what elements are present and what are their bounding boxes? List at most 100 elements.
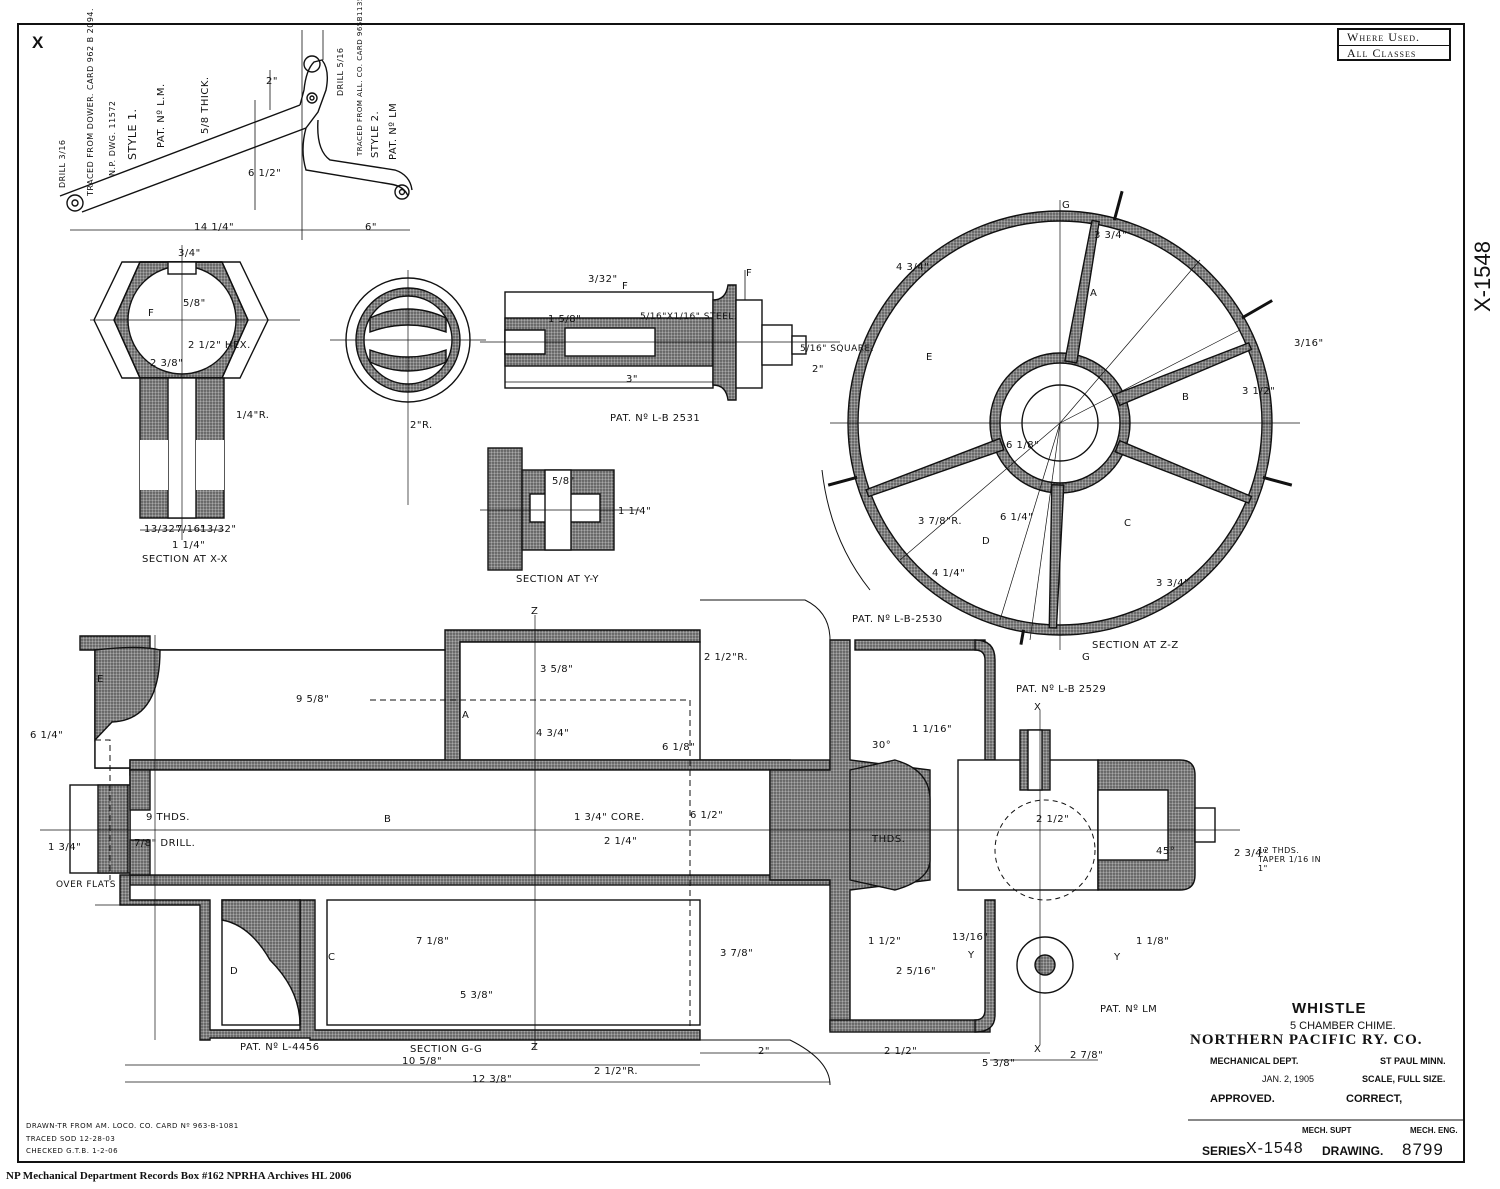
body-cut-z-bottom: Z: [531, 1042, 539, 1053]
section-letter-f-valve: F: [622, 281, 629, 292]
title-whistle: WHISTLE: [1292, 1000, 1367, 1017]
dim-body-9-thds: 9 THDS.: [146, 812, 190, 823]
body-letter-a: A: [462, 710, 470, 721]
dim-wheel-3-7-8r: 3 7/8"R.: [918, 516, 963, 527]
dim-lever-6-1-2: 6 1/2": [248, 168, 282, 179]
dim-body-core: 1 3/4" CORE.: [574, 812, 645, 823]
wheel-letter-a: A: [1090, 288, 1098, 299]
dim-lever-14-1-4: 14 1/4": [194, 222, 235, 233]
dim-body-2-3-4: 2 3/4": [1234, 848, 1268, 859]
wheel-spoke: [1114, 341, 1253, 407]
wheel-fin: [827, 475, 858, 487]
title-approved: APPROVED.: [1210, 1093, 1275, 1105]
dim-valve-3-32: 3/32": [588, 274, 618, 285]
title-subtitle: 5 CHAMBER CHIME.: [1290, 1020, 1396, 1032]
wheel-fin: [1019, 629, 1026, 645]
wheel-letter-e: E: [926, 352, 933, 363]
pattern-lb2531: PAT. Nº L-B 2531: [610, 413, 701, 424]
dim-body-3-7-8: 3 7/8": [720, 948, 754, 959]
body-cut-x-top: X: [1034, 702, 1042, 713]
wheel-fin: [1262, 475, 1293, 487]
wheel-letter-d: D: [982, 536, 991, 547]
dim-valve-3: 3": [626, 374, 638, 385]
title-series-number: X-1548: [1246, 1140, 1304, 1157]
body-letter-d: D: [230, 966, 239, 977]
dim-body-12-3-8: 12 3/8": [472, 1074, 513, 1085]
section-letter-f-xx: F: [148, 308, 155, 319]
wheel-cut-g-top: G: [1062, 200, 1071, 211]
dim-yy-1-1-4: 1 1/4": [618, 506, 652, 517]
sheet-mark: X: [32, 33, 44, 52]
dim-xx-5-8: 5/8": [183, 298, 206, 309]
title-drawing-number: 8799: [1402, 1140, 1444, 1159]
dim-body-5-3-8-bottom: 5 3/8": [982, 1058, 1016, 1069]
section-yy-view: [480, 447, 640, 571]
lever-note-traced-2: TRACED FROM ALL. CO. CARD 965B1135: [356, 0, 364, 156]
dim-xx-hex: 2 1/2" HEX.: [188, 340, 251, 351]
footer-credit: NP Mechanical Department Records Box #16…: [6, 1170, 352, 1182]
dim-body-1-3-4: 1 3/4": [48, 842, 82, 853]
dim-wheel-4-3-4: 4 3/4": [896, 262, 930, 273]
dim-body-thds: THDS.: [872, 834, 906, 845]
wheel-fin: [1241, 299, 1273, 320]
lever-note-pat-2: PAT. Nº LM: [388, 102, 399, 160]
dim-xx-13-32-b: 13/32": [200, 524, 237, 535]
body-cut-x-bottom: X: [1034, 1044, 1042, 1055]
section-label-zz: SECTION AT Z-Z: [1092, 640, 1179, 651]
dim-body-1-1-8: 1 1/8": [1136, 936, 1170, 947]
dim-body-2-1-2r: 2 1/2"R.: [704, 652, 749, 663]
dim-wheel-6-1-4: 6 1/4": [1000, 512, 1034, 523]
dim-body-1-1-16: 1 1/16": [912, 724, 953, 735]
dim-wheel-4-1-4: 4 1/4": [932, 568, 966, 579]
pattern-l4456: PAT. Nº L-4456: [240, 1042, 320, 1053]
drawn-from-line-1: DRAWN-TR FROM AM. LOCO. CO. CARD Nº 963-…: [26, 1122, 239, 1130]
dim-body-45: 45°: [1156, 846, 1176, 857]
pattern-lb2529: PAT. Nº L-B 2529: [1016, 684, 1107, 695]
title-department: MECHANICAL DEPT.: [1210, 1056, 1299, 1066]
dim-xx-13-32-a: 13/32": [144, 524, 181, 535]
pattern-lm: PAT. Nº LM: [1100, 1004, 1158, 1015]
dim-valve-square: 5/16" SQUARE.: [800, 344, 875, 354]
dim-body-30: 30°: [872, 740, 892, 751]
body-cut-y-right: Y: [1114, 952, 1121, 963]
section-label-gg: SECTION G-G: [410, 1044, 483, 1055]
dim-body-taper: 12 THDS. TAPER 1/16 IN 1": [1258, 846, 1322, 873]
title-company: NORTHERN PACIFIC RY. CO.: [1190, 1032, 1423, 1048]
body-cut-y-left: Y: [968, 950, 975, 961]
dim-body-2-1-2r-bottom: 2 1/2"R.: [594, 1066, 639, 1077]
valve-end-view: [330, 270, 486, 505]
wheel-letter-c: C: [1124, 518, 1132, 529]
drawn-from-line-2: TRACED SOD 12-28-03: [26, 1135, 116, 1143]
where-used-box: Where Used. All Classes: [1337, 28, 1451, 61]
body-cut-z-top: Z: [531, 606, 539, 617]
dim-body-2: 2": [758, 1046, 770, 1057]
wheel-cut-g-bottom: G: [1082, 652, 1091, 663]
dim-body-2-5-16: 2 5/16": [896, 966, 937, 977]
dim-valve-2r: 2"R.: [410, 420, 433, 431]
wheel-spoke: [1064, 219, 1100, 364]
dim-body-drill: 7/8" DRILL.: [134, 838, 196, 849]
dim-body-6-1-4: 6 1/4": [30, 730, 64, 741]
lever-note-pat: PAT. Nº L.M.: [156, 83, 167, 148]
dim-body-13-16: 13/16": [952, 932, 989, 943]
valve-side-view: [480, 270, 840, 401]
lever-note-drill-left: DRILL 3/16: [58, 139, 67, 189]
title-correct: CORRECT,: [1346, 1093, 1403, 1105]
dim-body-2-1-4: 2 1/4": [604, 836, 638, 847]
dim-wheel-3-16: 3/16": [1294, 338, 1324, 349]
lever-note-thick: 5/8 THICK.: [200, 76, 211, 134]
lever-note-np-dwg: N.P. DWG. 11572: [108, 100, 117, 177]
dim-xx-2-3-8: 2 3/8": [150, 358, 184, 369]
lever-note-drill-top: DRILL 5/16: [336, 47, 345, 97]
dim-body-over-flats: OVER FLATS: [56, 880, 116, 890]
title-drawing-label: DRAWING.: [1322, 1144, 1384, 1158]
dim-lever-2: 2": [266, 76, 278, 87]
wheel-letter-b: B: [1182, 392, 1190, 403]
dim-wheel-6-1-8: 6 1/8": [1006, 440, 1040, 451]
dim-body-5-3-8: 5 3/8": [460, 990, 494, 1001]
lever-note-style-2: STYLE 2.: [370, 110, 381, 158]
dim-yy-5-8: 5/8": [552, 476, 575, 487]
lever-note-style-1: STYLE 1.: [126, 108, 139, 161]
body-letter-c: C: [328, 952, 336, 963]
